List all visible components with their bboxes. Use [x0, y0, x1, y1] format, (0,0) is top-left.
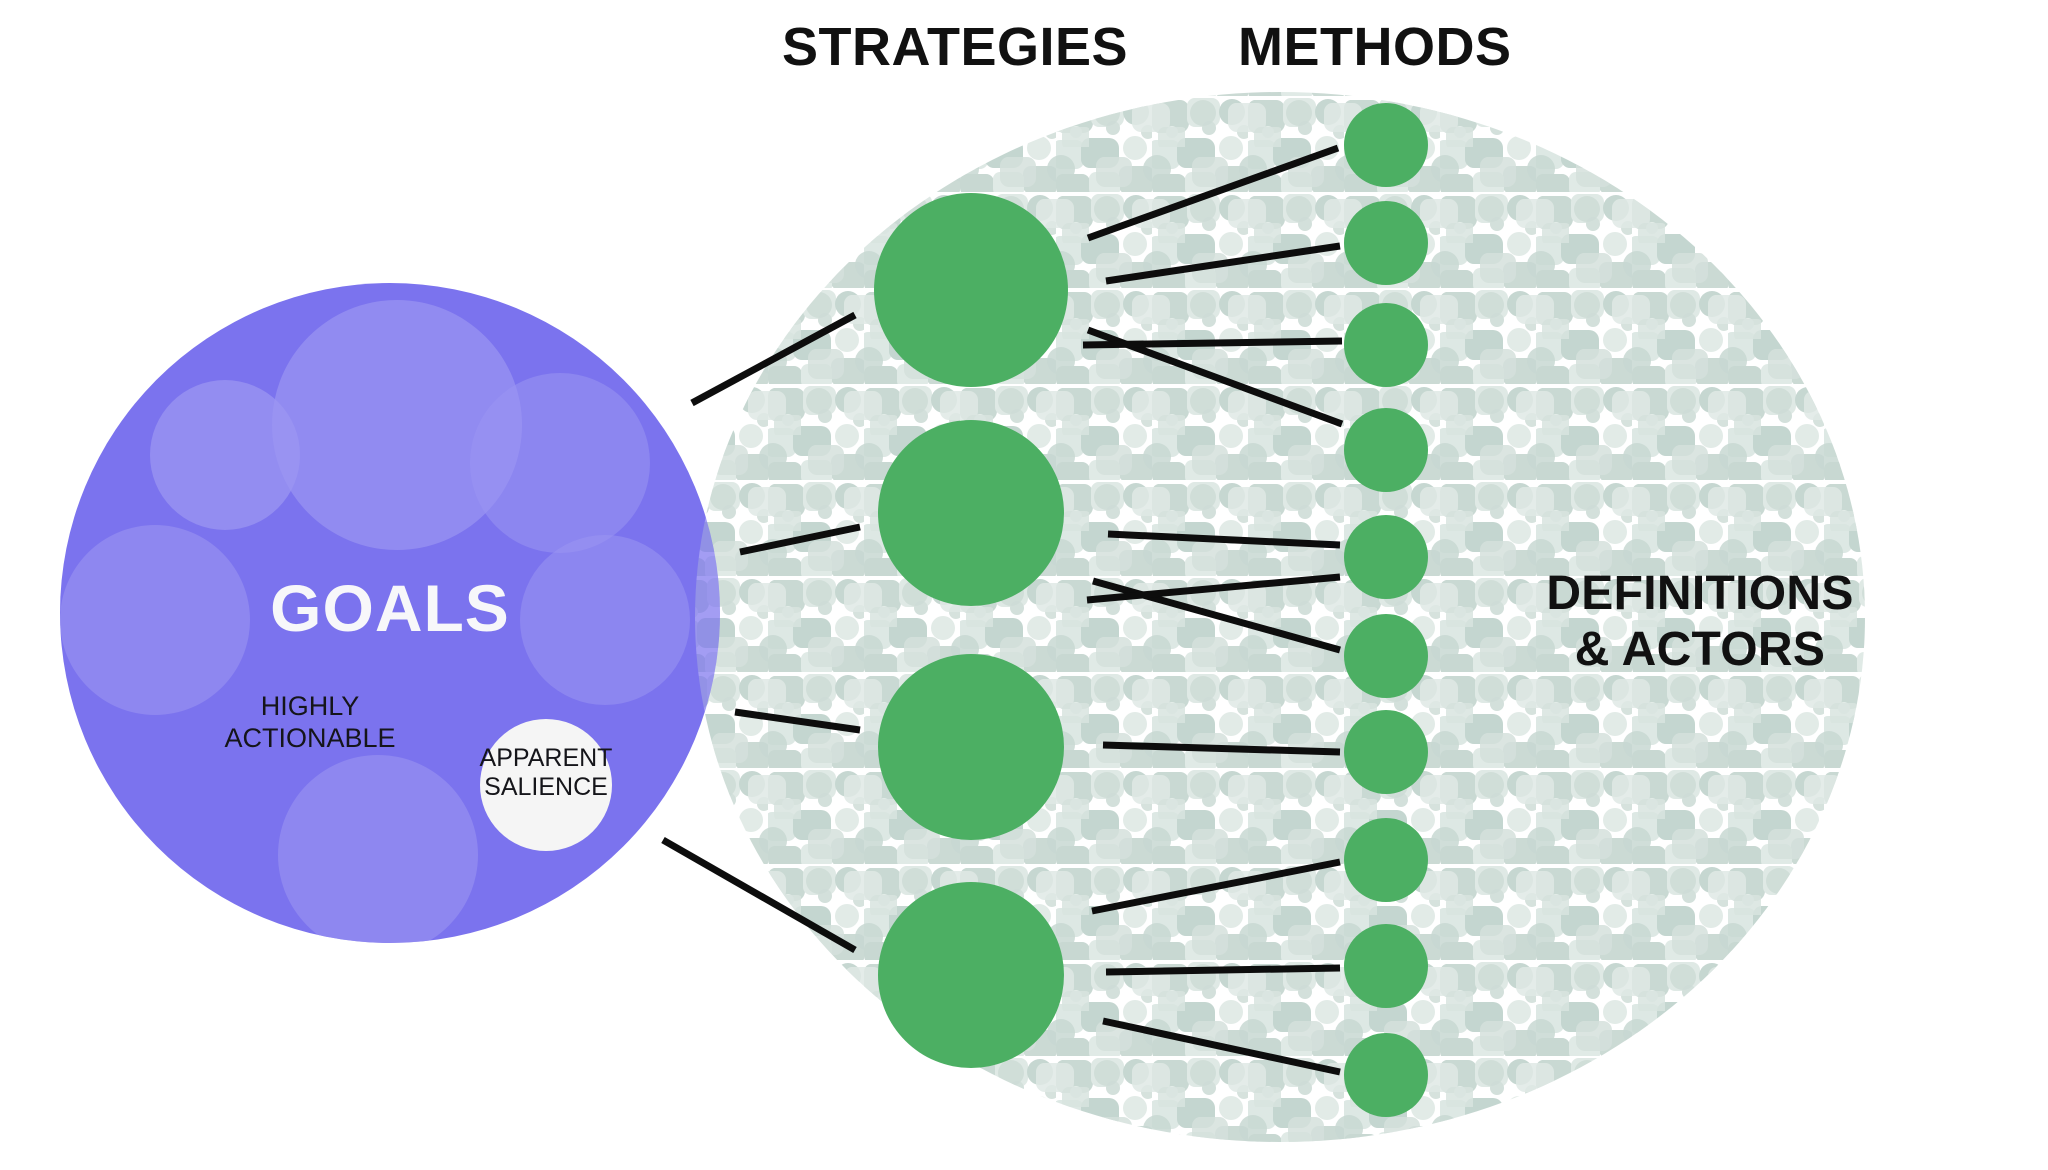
strategy-node[interactable]	[878, 420, 1064, 606]
method-node[interactable]	[1344, 710, 1428, 794]
goal-bubble	[150, 380, 300, 530]
connector-line	[1102, 741, 1341, 756]
connector-line	[1082, 337, 1343, 349]
goal-strategy-connectors	[661, 311, 861, 954]
strategies-heading: STRATEGIES	[782, 17, 1129, 77]
methods-heading: METHODS	[1238, 17, 1512, 77]
connector-line	[1086, 573, 1341, 604]
goal-bubble	[60, 525, 250, 715]
strategy-method-connectors	[1082, 144, 1344, 1076]
method-node[interactable]	[1344, 515, 1428, 599]
goals-title: GOALS	[270, 571, 510, 645]
apparent-salience-circle[interactable]	[480, 719, 612, 851]
salience-line-1: APPARENT	[479, 744, 613, 772]
goals-sublabel-line-2: ACTIONABLE	[224, 723, 396, 754]
salience-line-2: SALIENCE	[484, 773, 608, 801]
definitions-actors-heading: DEFINITIONS & ACTORS	[1510, 566, 1890, 677]
connector-line	[1107, 530, 1341, 549]
strategy-node[interactable]	[878, 882, 1064, 1068]
strategy-nodes[interactable]	[874, 193, 1068, 1068]
goal-bubble	[278, 755, 478, 943]
goal-bubble	[520, 535, 690, 705]
method-node[interactable]	[1344, 614, 1428, 698]
connector-line	[1105, 964, 1341, 976]
method-node[interactable]	[1344, 303, 1428, 387]
connector-line	[1086, 144, 1340, 242]
goals-sublabel: HIGHLY ACTIONABLE	[130, 690, 490, 755]
method-node[interactable]	[1344, 1033, 1428, 1117]
connector-line	[1091, 858, 1341, 915]
method-node[interactable]	[1344, 408, 1428, 492]
connector-line	[661, 836, 857, 954]
strategy-node[interactable]	[878, 654, 1064, 840]
definitions-line-1: DEFINITIONS	[1546, 567, 1854, 620]
goal-bubble	[272, 300, 522, 550]
method-node[interactable]	[1344, 201, 1428, 285]
connector-line	[739, 523, 861, 556]
strategy-node[interactable]	[874, 193, 1068, 387]
connector-line	[734, 708, 861, 734]
goal-bubble	[470, 373, 650, 553]
goals-sublabel-line-1: HIGHLY	[260, 691, 360, 721]
method-nodes[interactable]	[1344, 103, 1428, 1117]
connector-line	[1102, 1017, 1341, 1076]
goals-bubbles	[60, 283, 720, 943]
apparent-salience-label: APPARENT SALIENCE	[478, 744, 614, 802]
connector-line	[1105, 242, 1341, 285]
method-node[interactable]	[1344, 924, 1428, 1008]
method-node[interactable]	[1344, 103, 1428, 187]
definitions-line-2: & ACTORS	[1574, 622, 1826, 676]
method-node[interactable]	[1344, 818, 1428, 902]
connector-line	[690, 311, 857, 407]
